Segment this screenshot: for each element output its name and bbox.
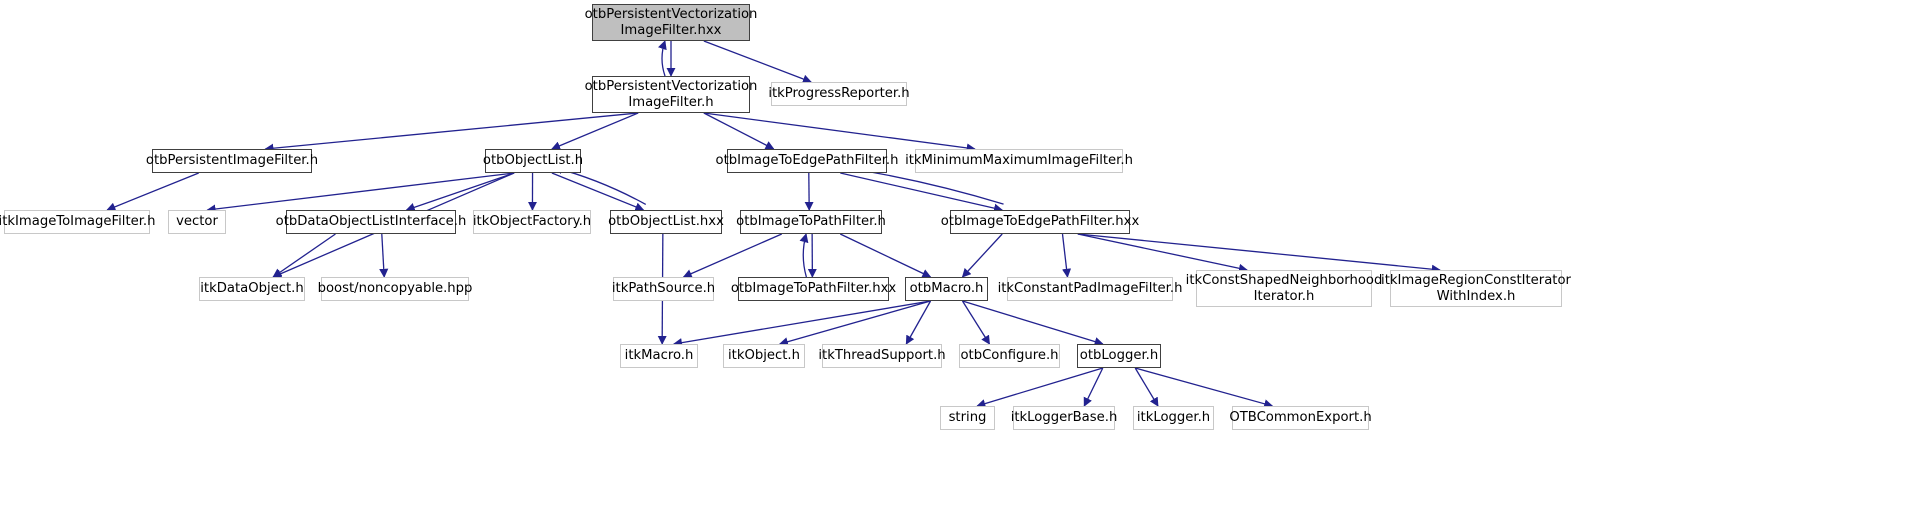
graph-node-label: otbImageToPathFilter.hxx bbox=[730, 281, 897, 297]
graph-node-n0[interactable]: otbPersistentVectorization ImageFilter.h… bbox=[585, 4, 757, 41]
graph-edge bbox=[1083, 367, 1104, 407]
graph-node-n27[interactable]: string bbox=[940, 406, 995, 430]
graph-edge bbox=[703, 112, 775, 150]
graph-edge bbox=[272, 233, 336, 278]
graph-edge bbox=[551, 172, 645, 212]
graph-node-label: otbImageToEdgePathFilter.hxx bbox=[940, 214, 1140, 230]
graph-node-label: vector bbox=[176, 214, 218, 230]
graph-node-label: itkConstantPadImageFilter.h bbox=[997, 281, 1183, 297]
graph-edge bbox=[206, 172, 515, 214]
graph-node-n17[interactable]: otbImageToPathFilter.hxx bbox=[731, 277, 896, 301]
graph-node-n2[interactable]: itkProgressReporter.h bbox=[768, 82, 910, 106]
graph-node-label: otbConfigure.h bbox=[960, 348, 1059, 364]
graph-node-label: itkLogger.h bbox=[1136, 410, 1211, 426]
graph-edge bbox=[551, 112, 639, 151]
graph-edge bbox=[1061, 233, 1072, 278]
graph-edge bbox=[778, 300, 931, 347]
graph-node-n20[interactable]: itkConstShapedNeighborhood Iterator.h bbox=[1186, 270, 1382, 307]
graph-node-n16[interactable]: itkPathSource.h bbox=[612, 277, 715, 301]
graph-node-label: otbImageToEdgePathFilter.h bbox=[715, 153, 899, 169]
graph-node-label: otbObjectList.h bbox=[482, 153, 584, 169]
graph-node-n9[interactable]: otbDataObjectListInterface.h bbox=[276, 210, 466, 234]
graph-edge bbox=[976, 367, 1103, 408]
graph-edge bbox=[1135, 367, 1274, 409]
graph-node-label: itkPathSource.h bbox=[611, 281, 716, 297]
graph-node-n19[interactable]: itkConstantPadImageFilter.h bbox=[998, 277, 1182, 301]
graph-node-n3[interactable]: otbPersistentImageFilter.h bbox=[146, 149, 318, 173]
graph-node-label: itkImageToImageFilter.h bbox=[0, 214, 156, 230]
graph-node-label: string bbox=[948, 410, 987, 426]
graph-node-n30[interactable]: OTBCommonExport.h bbox=[1229, 406, 1372, 430]
graph-node-n6[interactable]: itkMinimumMaximumImageFilter.h bbox=[905, 149, 1133, 173]
graph-node-label: OTBCommonExport.h bbox=[1229, 410, 1372, 426]
graph-node-label: itkMinimumMaximumImageFilter.h bbox=[905, 153, 1133, 169]
graph-node-label: itkMacro.h bbox=[624, 348, 694, 364]
graph-edge bbox=[379, 233, 389, 278]
graph-edge bbox=[1077, 233, 1441, 274]
graph-node-n4[interactable]: otbObjectList.h bbox=[483, 149, 583, 173]
graph-node-n29[interactable]: itkLogger.h bbox=[1133, 406, 1214, 430]
graph-edge bbox=[799, 233, 809, 278]
graph-edge bbox=[1134, 367, 1159, 407]
graph-node-n5[interactable]: otbImageToEdgePathFilter.h bbox=[716, 149, 898, 173]
graph-edge bbox=[658, 40, 667, 77]
graph-edge bbox=[962, 300, 1104, 346]
graph-edge bbox=[839, 233, 932, 278]
graph-node-n23[interactable]: itkObject.h bbox=[723, 344, 805, 368]
graph-node-n8[interactable]: vector bbox=[168, 210, 226, 234]
graph-node-n22[interactable]: itkMacro.h bbox=[620, 344, 698, 368]
graph-node-n1[interactable]: otbPersistentVectorization ImageFilter.h bbox=[585, 76, 757, 113]
graph-node-n12[interactable]: otbImageToPathFilter.h bbox=[736, 210, 886, 234]
graph-node-n15[interactable]: boost/noncopyable.hpp bbox=[318, 277, 472, 301]
graph-node-n7[interactable]: itkImageToImageFilter.h bbox=[0, 210, 155, 234]
graph-node-label: itkImageRegionConstIterator WithIndex.h bbox=[1381, 272, 1571, 304]
graph-node-label: otbMacro.h bbox=[909, 281, 984, 297]
graph-node-n18[interactable]: otbMacro.h bbox=[905, 277, 988, 301]
graph-node-label: otbPersistentImageFilter.h bbox=[145, 153, 319, 169]
graph-node-n21[interactable]: itkImageRegionConstIterator WithIndex.h bbox=[1381, 270, 1571, 307]
graph-edge bbox=[961, 233, 1003, 278]
graph-node-n24[interactable]: itkThreadSupport.h bbox=[818, 344, 946, 368]
graph-node-label: otbImageToPathFilter.h bbox=[736, 214, 886, 230]
graph-edge bbox=[961, 300, 991, 345]
graph-edge bbox=[703, 112, 976, 153]
graph-node-n13[interactable]: otbImageToEdgePathFilter.hxx bbox=[941, 210, 1139, 234]
graph-node-n25[interactable]: otbConfigure.h bbox=[959, 344, 1060, 368]
graph-edge bbox=[264, 112, 639, 153]
graph-node-n10[interactable]: itkObjectFactory.h bbox=[473, 210, 591, 234]
graph-node-label: boost/noncopyable.hpp bbox=[317, 281, 473, 297]
graph-node-label: itkDataObject.h bbox=[200, 281, 304, 297]
graph-edge bbox=[840, 172, 1004, 213]
graph-node-n11[interactable]: otbObjectList.hxx bbox=[608, 210, 724, 234]
graph-node-label: itkThreadSupport.h bbox=[818, 348, 946, 364]
graph-edge bbox=[405, 172, 515, 212]
graph-edge bbox=[1077, 233, 1248, 273]
graph-node-label: otbPersistentVectorization ImageFilter.h… bbox=[584, 6, 758, 38]
graph-node-label: itkObjectFactory.h bbox=[472, 214, 592, 230]
graph-node-label: itkConstShapedNeighborhood Iterator.h bbox=[1185, 272, 1383, 304]
graph-node-label: otbLogger.h bbox=[1079, 348, 1159, 364]
graph-node-label: otbDataObjectListInterface.h bbox=[275, 214, 467, 230]
graph-edge bbox=[682, 233, 783, 278]
graph-node-n26[interactable]: otbLogger.h bbox=[1077, 344, 1161, 368]
graph-node-label: otbPersistentVectorization ImageFilter.h bbox=[584, 78, 758, 110]
graph-edge bbox=[905, 300, 932, 345]
graph-edge bbox=[106, 172, 199, 212]
graph-node-label: itkObject.h bbox=[728, 348, 800, 364]
graph-node-n28[interactable]: itkLoggerBase.h bbox=[1011, 406, 1117, 430]
graph-node-label: itkProgressReporter.h bbox=[768, 86, 910, 102]
graph-node-label: otbObjectList.hxx bbox=[608, 214, 724, 230]
graph-node-n14[interactable]: itkDataObject.h bbox=[199, 277, 305, 301]
graph-node-label: itkLoggerBase.h bbox=[1010, 410, 1118, 426]
graph-edge bbox=[672, 300, 931, 348]
